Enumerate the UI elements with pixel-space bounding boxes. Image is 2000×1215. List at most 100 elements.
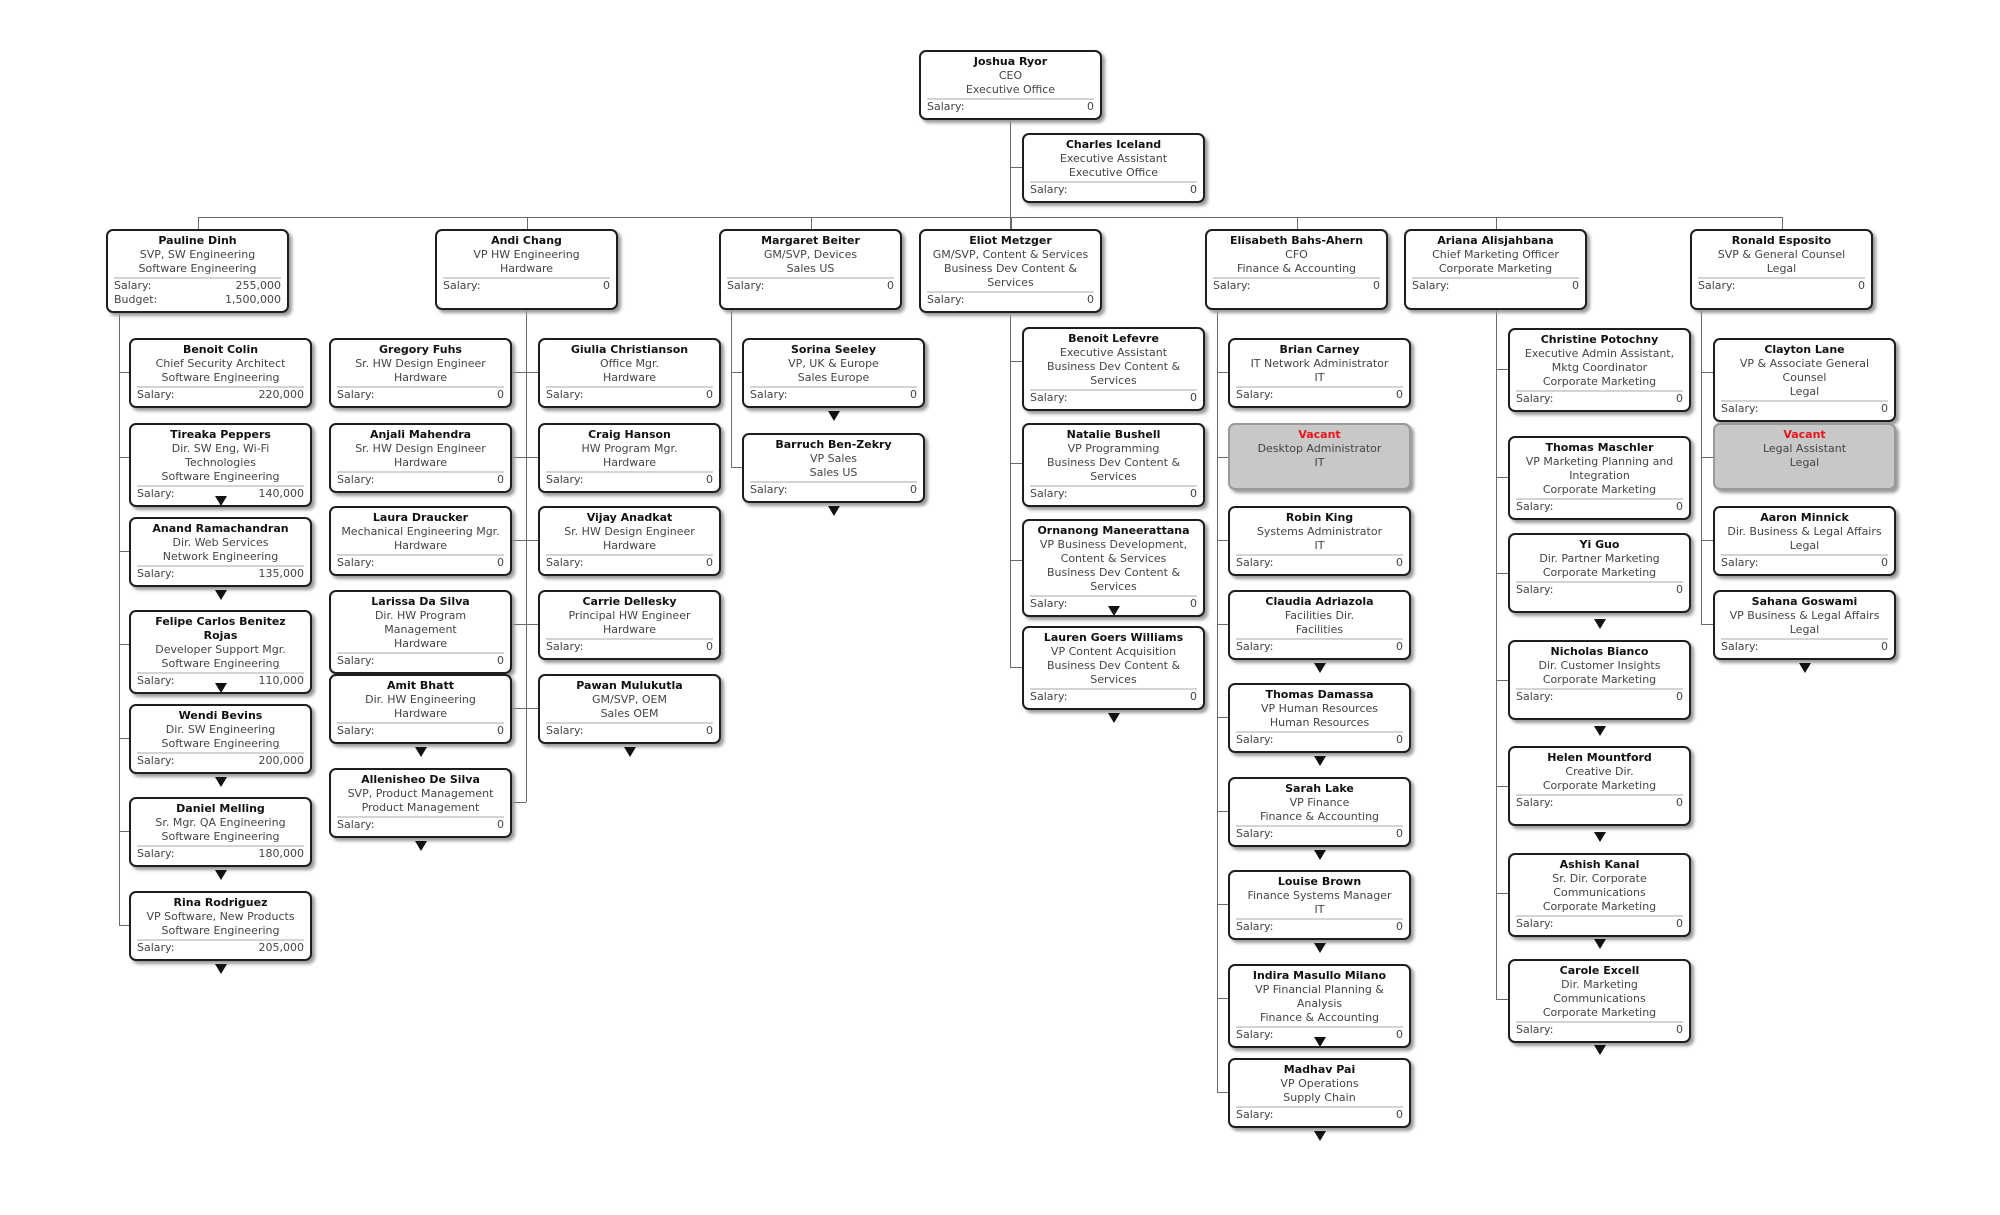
employee-card[interactable]: Claudia Adriazola Facilities Dir. Facili… — [1228, 590, 1411, 660]
employee-card[interactable]: Clayton Lane VP & Associate General Coun… — [1713, 338, 1896, 422]
employee-card[interactable]: Larissa Da Silva Dir. HW Program Managem… — [329, 590, 512, 674]
expand-arrow-icon[interactable] — [623, 747, 636, 757]
employee-card[interactable]: Sorina Seeley VP, UK & Europe Sales Euro… — [742, 338, 925, 408]
employee-card[interactable]: Christine Potochny Executive Admin Assis… — [1508, 328, 1691, 412]
employee-card[interactable]: Thomas Damassa VP Human Resources Human … — [1228, 683, 1411, 753]
expand-arrow-icon[interactable] — [214, 777, 227, 787]
employee-card[interactable]: Benoit Colin Chief Security Architect So… — [129, 338, 312, 408]
employee-card[interactable]: Pauline Dinh SVP, SW Engineering Softwar… — [106, 229, 289, 313]
expand-arrow-icon[interactable] — [414, 747, 427, 757]
salary-row: Salary:0 — [1516, 392, 1683, 406]
salary-row: Salary:0 — [1721, 556, 1888, 570]
expand-arrow-icon[interactable] — [214, 870, 227, 880]
employee-card[interactable]: Ornanong Maneerattana VP Business Develo… — [1022, 519, 1205, 617]
expand-arrow-icon[interactable] — [1798, 663, 1811, 673]
expand-arrow-icon[interactable] — [827, 506, 840, 516]
employee-card[interactable]: Wendi Bevins Dir. SW Engineering Softwar… — [129, 704, 312, 774]
expand-arrow-icon[interactable] — [1313, 850, 1326, 860]
employee-card[interactable]: Louise Brown Finance Systems Manager IT … — [1228, 870, 1411, 940]
connector-line — [526, 540, 538, 541]
salary-row: Salary:0 — [337, 654, 504, 668]
expand-arrow-icon[interactable] — [1593, 1045, 1606, 1055]
expand-arrow-icon[interactable] — [414, 841, 427, 851]
expand-arrow-icon[interactable] — [1313, 1037, 1326, 1047]
employee-card[interactable]: Barruch Ben-Zekry VP Sales Sales US Sala… — [742, 433, 925, 503]
employee-card[interactable]: Amit Bhatt Dir. HW Engineering Hardware … — [329, 674, 512, 744]
employee-card[interactable]: Anjali Mahendra Sr. HW Design Engineer H… — [329, 423, 512, 493]
divider — [337, 471, 504, 473]
employee-card[interactable]: Benoit Lefevre Executive Assistant Busin… — [1022, 327, 1205, 411]
vacant-position-card[interactable]: Vacant Desktop Administrator IT — [1228, 423, 1411, 490]
employee-card[interactable]: Pawan Mulukutla GM/SVP, OEM Sales OEM Sa… — [538, 674, 721, 744]
divider — [137, 565, 304, 567]
employee-card[interactable]: Elisabeth Bahs-Ahern CFO Finance & Accou… — [1205, 229, 1388, 310]
expand-arrow-icon[interactable] — [214, 683, 227, 693]
expand-arrow-icon[interactable] — [827, 411, 840, 421]
employee-card[interactable]: Andi Chang VP HW Engineering Hardware Sa… — [435, 229, 618, 310]
employee-card[interactable]: Daniel Melling Sr. Mgr. QA Engineering S… — [129, 797, 312, 867]
vacant-position-card[interactable]: Vacant Legal Assistant Legal — [1713, 423, 1896, 490]
connector-line — [1217, 1092, 1228, 1093]
employee-card[interactable]: Eliot Metzger GM/SVP, Content & Services… — [919, 229, 1102, 313]
salary-value: 0 — [887, 279, 894, 292]
employee-card[interactable]: Carole Excell Dir. Marketing Communicati… — [1508, 959, 1691, 1043]
expand-arrow-icon[interactable] — [1313, 663, 1326, 673]
employee-card[interactable]: Aaron Minnick Dir. Business & Legal Affa… — [1713, 506, 1896, 576]
salary-row: Salary:0 — [1698, 279, 1865, 293]
salary-row: Salary:0 — [1516, 500, 1683, 514]
employee-card[interactable]: Madhav Pai VP Operations Supply Chain Sa… — [1228, 1058, 1411, 1128]
employee-card[interactable]: Tireaka Peppers Dir. SW Eng, Wi-Fi Techn… — [129, 423, 312, 507]
expand-arrow-icon[interactable] — [1593, 832, 1606, 842]
employee-card[interactable]: Vijay Anadkat Sr. HW Design Engineer Har… — [538, 506, 721, 576]
divider — [1236, 918, 1403, 920]
employee-name: Felipe Carlos Benitez Rojas — [155, 615, 286, 642]
salary-label: Salary: — [1236, 920, 1274, 933]
employee-card[interactable]: Craig Hanson HW Program Mgr. Hardware Sa… — [538, 423, 721, 493]
employee-card[interactable]: Helen Mountford Creative Dir. Corporate … — [1508, 746, 1691, 826]
divider — [137, 845, 304, 847]
expand-arrow-icon[interactable] — [1593, 939, 1606, 949]
employee-card[interactable]: Brian Carney IT Network Administrator IT… — [1228, 338, 1411, 408]
employee-card[interactable]: Lauren Goers Williams VP Content Acquisi… — [1022, 626, 1205, 710]
expand-arrow-icon[interactable] — [214, 964, 227, 974]
employee-card[interactable]: Ronald Esposito SVP & General Counsel Le… — [1690, 229, 1873, 310]
employee-card[interactable]: Gregory Fuhs Sr. HW Design Engineer Hard… — [329, 338, 512, 408]
employee-card[interactable]: Ashish Kanal Sr. Dir. Corporate Communic… — [1508, 853, 1691, 937]
employee-card[interactable]: Robin King Systems Administrator IT Sala… — [1228, 506, 1411, 576]
employee-card[interactable]: Felipe Carlos Benitez Rojas Developer Su… — [129, 610, 312, 694]
employee-card[interactable]: Allenisheo De Silva SVP, Product Managem… — [329, 768, 512, 838]
employee-card[interactable]: Natalie Bushell VP Programming Business … — [1022, 423, 1205, 507]
employee-card[interactable]: Joshua Ryor CEO Executive Office Salary:… — [919, 50, 1102, 120]
job-title: Executive Assistant — [1059, 152, 1168, 165]
salary-row: Salary:0 — [337, 388, 504, 402]
employee-card[interactable]: Nicholas Bianco Dir. Customer Insights C… — [1508, 640, 1691, 720]
expand-arrow-icon[interactable] — [1313, 943, 1326, 953]
job-title: Dir. HW Engineering — [365, 693, 476, 706]
employee-card[interactable]: Rina Rodriguez VP Software, New Products… — [129, 891, 312, 961]
expand-arrow-icon[interactable] — [1593, 619, 1606, 629]
expand-arrow-icon[interactable] — [1107, 713, 1120, 723]
expand-arrow-icon[interactable] — [214, 496, 227, 506]
employee-card[interactable]: Laura Draucker Mechanical Engineering Mg… — [329, 506, 512, 576]
connector-line — [197, 217, 1783, 218]
expand-arrow-icon[interactable] — [1313, 756, 1326, 766]
employee-card[interactable]: Margaret Beiter GM/SVP, Devices Sales US… — [719, 229, 902, 310]
employee-card[interactable]: Charles Iceland Executive Assistant Exec… — [1022, 133, 1205, 203]
expand-arrow-icon[interactable] — [1313, 1131, 1326, 1141]
employee-card[interactable]: Yi Guo Dir. Partner Marketing Corporate … — [1508, 533, 1691, 613]
employee-card[interactable]: Giulia Christianson Office Mgr. Hardware… — [538, 338, 721, 408]
expand-arrow-icon[interactable] — [214, 590, 227, 600]
employee-card[interactable]: Sahana Goswami VP Business & Legal Affai… — [1713, 590, 1896, 660]
divider — [546, 638, 713, 640]
employee-card[interactable]: Thomas Maschler VP Marketing Planning an… — [1508, 436, 1691, 520]
employee-card[interactable]: Sarah Lake VP Finance Finance & Accounti… — [1228, 777, 1411, 847]
employee-card[interactable]: Anand Ramachandran Dir. Web Services Net… — [129, 517, 312, 587]
salary-label: Salary: — [1236, 388, 1274, 401]
expand-arrow-icon[interactable] — [1107, 606, 1120, 616]
employee-card[interactable]: Indira Masullo Milano VP Financial Plann… — [1228, 964, 1411, 1048]
expand-arrow-icon[interactable] — [1593, 726, 1606, 736]
salary-row: Salary:0 — [337, 473, 504, 487]
employee-name: Benoit Lefevre — [1068, 332, 1159, 345]
employee-card[interactable]: Carrie Dellesky Principal HW Engineer Ha… — [538, 590, 721, 660]
employee-card[interactable]: Ariana Alisjahbana Chief Marketing Offic… — [1404, 229, 1587, 310]
